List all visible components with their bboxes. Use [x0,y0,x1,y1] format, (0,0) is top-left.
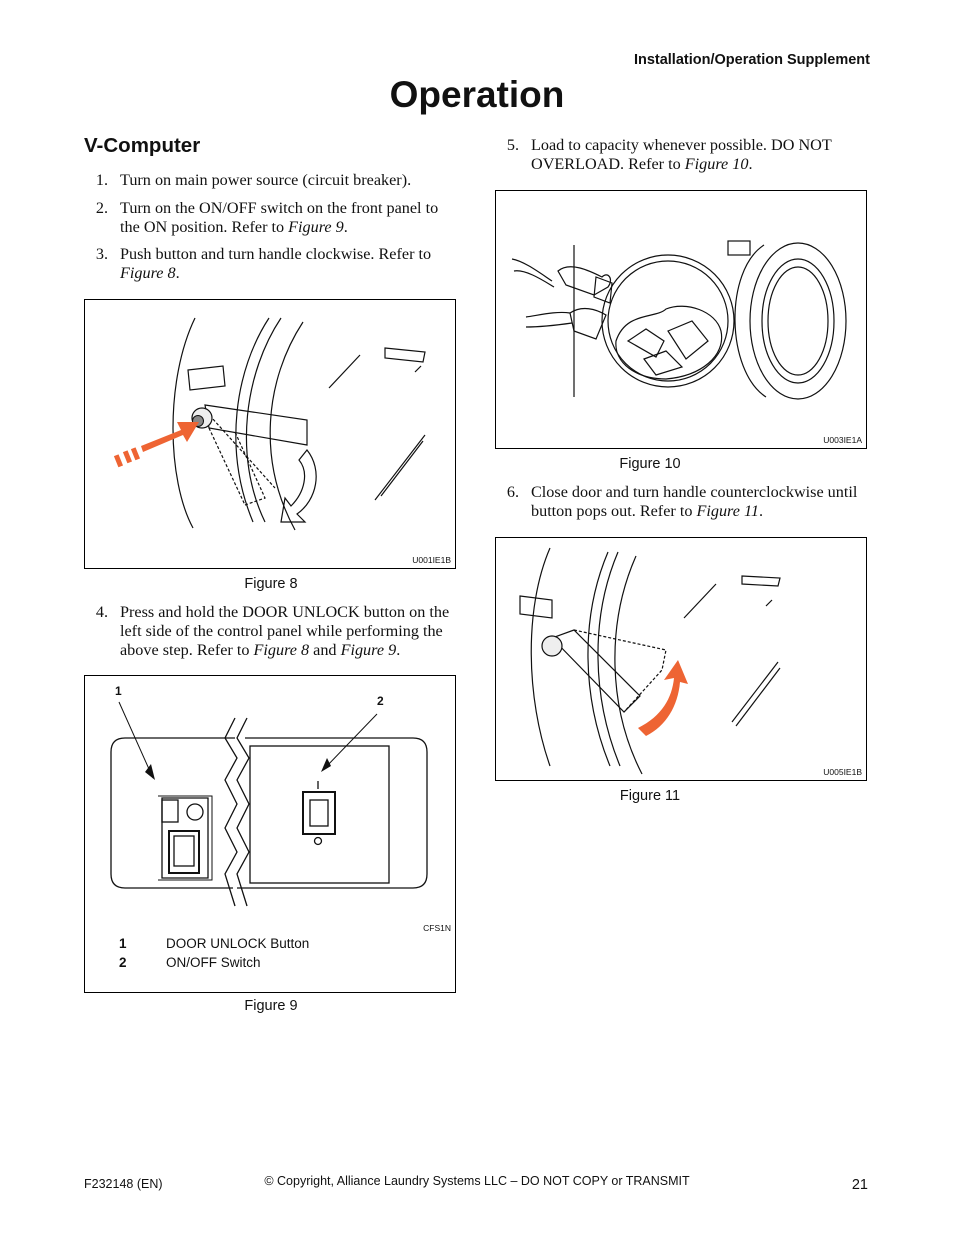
doc-number: F232148 (EN) [84,1177,163,1191]
step-text-end: . [748,155,753,173]
figure-reference: Figure 10 [684,155,749,173]
step-text: Load to capacity whenever possible. DO N… [531,136,832,173]
step-number: 1. [95,171,108,189]
figure-10-caption-text: Figure 10 [619,456,681,472]
figure-10-panel: U003IE1A [495,190,867,449]
legend-row: 1 DOOR UNLOCK Button [119,936,439,956]
step-6: 6. Close door and turn handle counterclo… [495,483,867,523]
figure-8-panel: U001IE1B [84,299,456,569]
running-header: Installation/Operation Supplement [633,52,870,68]
step-1: 1. Turn on main power source (circuit br… [84,171,456,191]
figure-9-panel: 1 2 CFS1N 1 DOOR UNLOCK Button 2 ON/OFF … [84,675,456,993]
page-title: Operation [389,74,565,115]
section-title: V-Computer [84,134,201,157]
callout-2: 2 [377,694,384,708]
figure-code: CFS1N [423,923,451,933]
figure-10-caption: Figure 10 [495,456,869,472]
step-text: Push button and turn handle clockwise. R… [120,245,432,263]
step-text-mid: and [309,641,341,659]
legend-row: 2 ON/OFF Switch [119,955,439,975]
handle-close-illustration [519,547,781,775]
figure-11-caption-text: Figure 11 [619,788,681,804]
legend-number: 1 [119,936,127,951]
copyright: © Copyright, Alliance Laundry Systems LL… [264,1174,690,1188]
figure-reference: Figure 8 [120,264,176,282]
step-number: 5. [506,136,519,154]
step-3: 3. Push button and turn handle clockwise… [84,245,456,285]
loading-washer-illustration [511,240,847,400]
page-number: 21 [851,1177,868,1193]
figure-8-caption: Figure 8 [244,576,298,592]
step-number: 6. [506,483,519,501]
figure-reference: Figure 11 [696,502,759,520]
step-number: 2. [95,199,108,217]
step-2: 2. Turn on the ON/OFF switch on the fron… [84,199,456,239]
step-number: 3. [95,245,108,263]
legend-text: DOOR UNLOCK Button [166,936,310,951]
handle-push-illustration [113,317,426,531]
step-4: 4. Press and hold the DOOR UNLOCK button… [84,603,456,663]
legend-text: ON/OFF Switch [166,955,261,970]
figure-11-panel: U005IE1B [495,537,867,781]
step-text: Close door and turn handle counterclockw… [531,483,858,520]
figure-reference: Figure 9 [288,218,344,236]
figure-reference: Figure 8 [253,641,310,659]
figure-code: U001IE1B [412,555,451,565]
step-text-end: . [175,264,180,282]
door-button-icon [541,635,563,657]
push-arrow-icon [113,422,199,468]
step-text: Turn on main power source (circuit break… [120,171,412,189]
step-text-end: . [343,218,348,236]
figure-9-caption: Figure 9 [244,998,298,1014]
step-5: 5. Load to capacity whenever possible. D… [495,136,867,176]
rotate-arrow-icon [638,660,688,736]
figure-11-caption: Figure 11 [495,788,869,804]
figure-reference: Figure 9 [340,641,397,659]
step-text-end: . [396,641,401,659]
figure-code: U005IE1B [823,767,862,777]
step-text-end: . [758,502,764,520]
control-panel-illustration [110,701,428,907]
figure-code: U003IE1A [823,435,862,445]
legend-number: 2 [119,955,127,970]
step-number: 4. [95,603,108,621]
step-text: Turn on the ON/OFF switch on the front p… [120,199,439,236]
step-text: Press and hold the DOOR UNLOCK button on… [120,603,450,659]
callout-1: 1 [115,684,122,698]
